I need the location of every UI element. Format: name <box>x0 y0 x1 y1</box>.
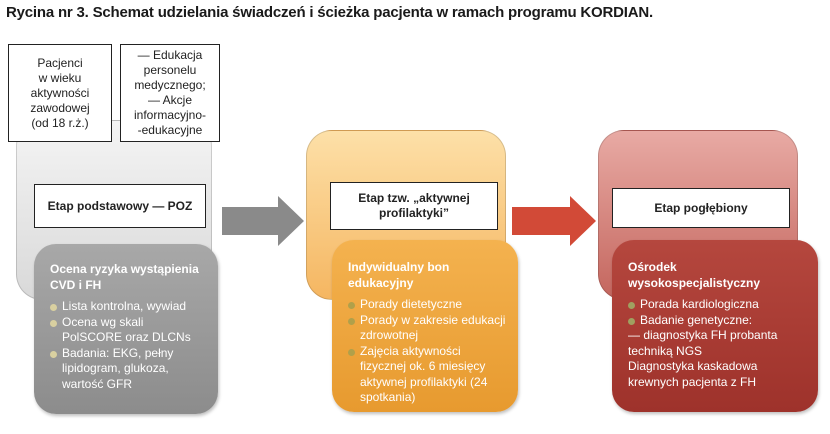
list-item-text: Diagnostyka kaskadowa krewnych pacjenta … <box>628 359 758 389</box>
bullet-icon <box>50 304 57 311</box>
list-item-text: Lista kontrolna, wywiad <box>62 299 187 313</box>
education-line: — Edukacja <box>137 48 203 62</box>
list-item: Diagnostyka kaskadowa krewnych pacjenta … <box>628 359 806 390</box>
education-line: personelu <box>143 63 197 77</box>
list-item-text: Badanie genetyczne: <box>640 312 753 327</box>
arrow-right-icon <box>222 196 304 246</box>
arrow-right-icon <box>512 196 596 246</box>
list-item: Porady dietetyczne <box>348 297 506 313</box>
bullet-icon <box>50 350 57 358</box>
bullet-icon <box>348 348 355 356</box>
stage-basic-label: Etap podstawowy — POZ <box>34 184 206 228</box>
list-item-text: Porada kardiologiczna <box>640 297 759 311</box>
list-item: Porady w zakresie edukacji zdrowotnej <box>348 313 506 344</box>
panel-title: Ośrodek wysokospecjalistyczny <box>628 260 761 290</box>
patients-info-box: Pacjenci w wieku aktywności zawodowej (o… <box>8 44 112 142</box>
panel-title: Indywidualny bon edukacyjny <box>348 260 450 290</box>
stage-deep-panel: Ośrodek wysokospecjalistyczny Porada kar… <box>612 240 818 412</box>
list-item: Porada kardiologiczna <box>628 297 806 313</box>
bullet-icon <box>628 317 635 325</box>
bullet-icon <box>348 317 355 325</box>
patients-line: Pacjenci <box>37 55 83 70</box>
stage-deep-label: Etap pogłębiony <box>612 188 790 228</box>
list-item-text: Ocena wg skali PolSCORE oraz DLCNs <box>62 314 191 345</box>
list-item: — diagnostyka FH probanta techniką NGS <box>628 328 806 359</box>
list-item: Ocena wg skali PolSCORE oraz DLCNs <box>50 315 206 346</box>
list-item: Badanie genetyczne: <box>628 313 806 329</box>
list-item-text: Porady dietetyczne <box>360 297 463 311</box>
stage-basic-panel: Ocena ryzyka wystąpienia CVD i FH Lista … <box>34 244 218 414</box>
education-line: -edukacyjne <box>137 123 203 137</box>
panel-list: Porady dietetyczne Porady w zakresie edu… <box>348 297 506 406</box>
list-item: Lista kontrolna, wywiad <box>50 299 206 315</box>
patients-line: w wieku <box>38 70 82 85</box>
list-item-text: — diagnostyka FH probanta techniką NGS <box>628 328 778 358</box>
education-line: informacyjno- <box>133 108 207 122</box>
panel-list: Porada kardiologiczna Badanie genetyczne… <box>628 297 806 390</box>
bullet-icon <box>348 302 355 309</box>
patients-line: (od 18 r.ż.) <box>31 115 89 130</box>
panel-title: Ocena ryzyka wystąpienia CVD i FH <box>50 262 199 292</box>
arrow-shape <box>222 196 304 246</box>
list-item-text: Porady w zakresie edukacji zdrowotnej <box>360 312 506 343</box>
stage-active-label: Etap tzw. „aktywnej profilaktyki” <box>330 182 498 230</box>
list-item: Zajęcia aktywności fizycznej ok. 6 miesi… <box>348 344 506 406</box>
figure-title: Rycina nr 3. Schemat udzielania świadcze… <box>6 4 653 21</box>
arrow-shape <box>512 196 596 246</box>
list-item: Badania: EKG, pełny lipidogram, glukoza,… <box>50 346 206 393</box>
education-line: — Akcje <box>147 93 192 107</box>
panel-list: Lista kontrolna, wywiad Ocena wg skali P… <box>50 299 206 392</box>
bullet-icon <box>50 319 57 327</box>
education-line: medycznego; <box>134 78 206 92</box>
list-item-text: Zajęcia aktywności fizycznej ok. 6 miesi… <box>360 343 488 405</box>
bullet-icon <box>628 302 635 309</box>
patients-line: aktywności <box>30 85 90 100</box>
education-info-box: — Edukacja personelu medycznego; — Akcje… <box>120 44 220 142</box>
patients-line: zawodowej <box>30 100 90 115</box>
stage-active-panel: Indywidualny bon edukacyjny Porady diete… <box>332 240 518 412</box>
list-item-text: Badania: EKG, pełny lipidogram, glukoza,… <box>62 345 174 391</box>
